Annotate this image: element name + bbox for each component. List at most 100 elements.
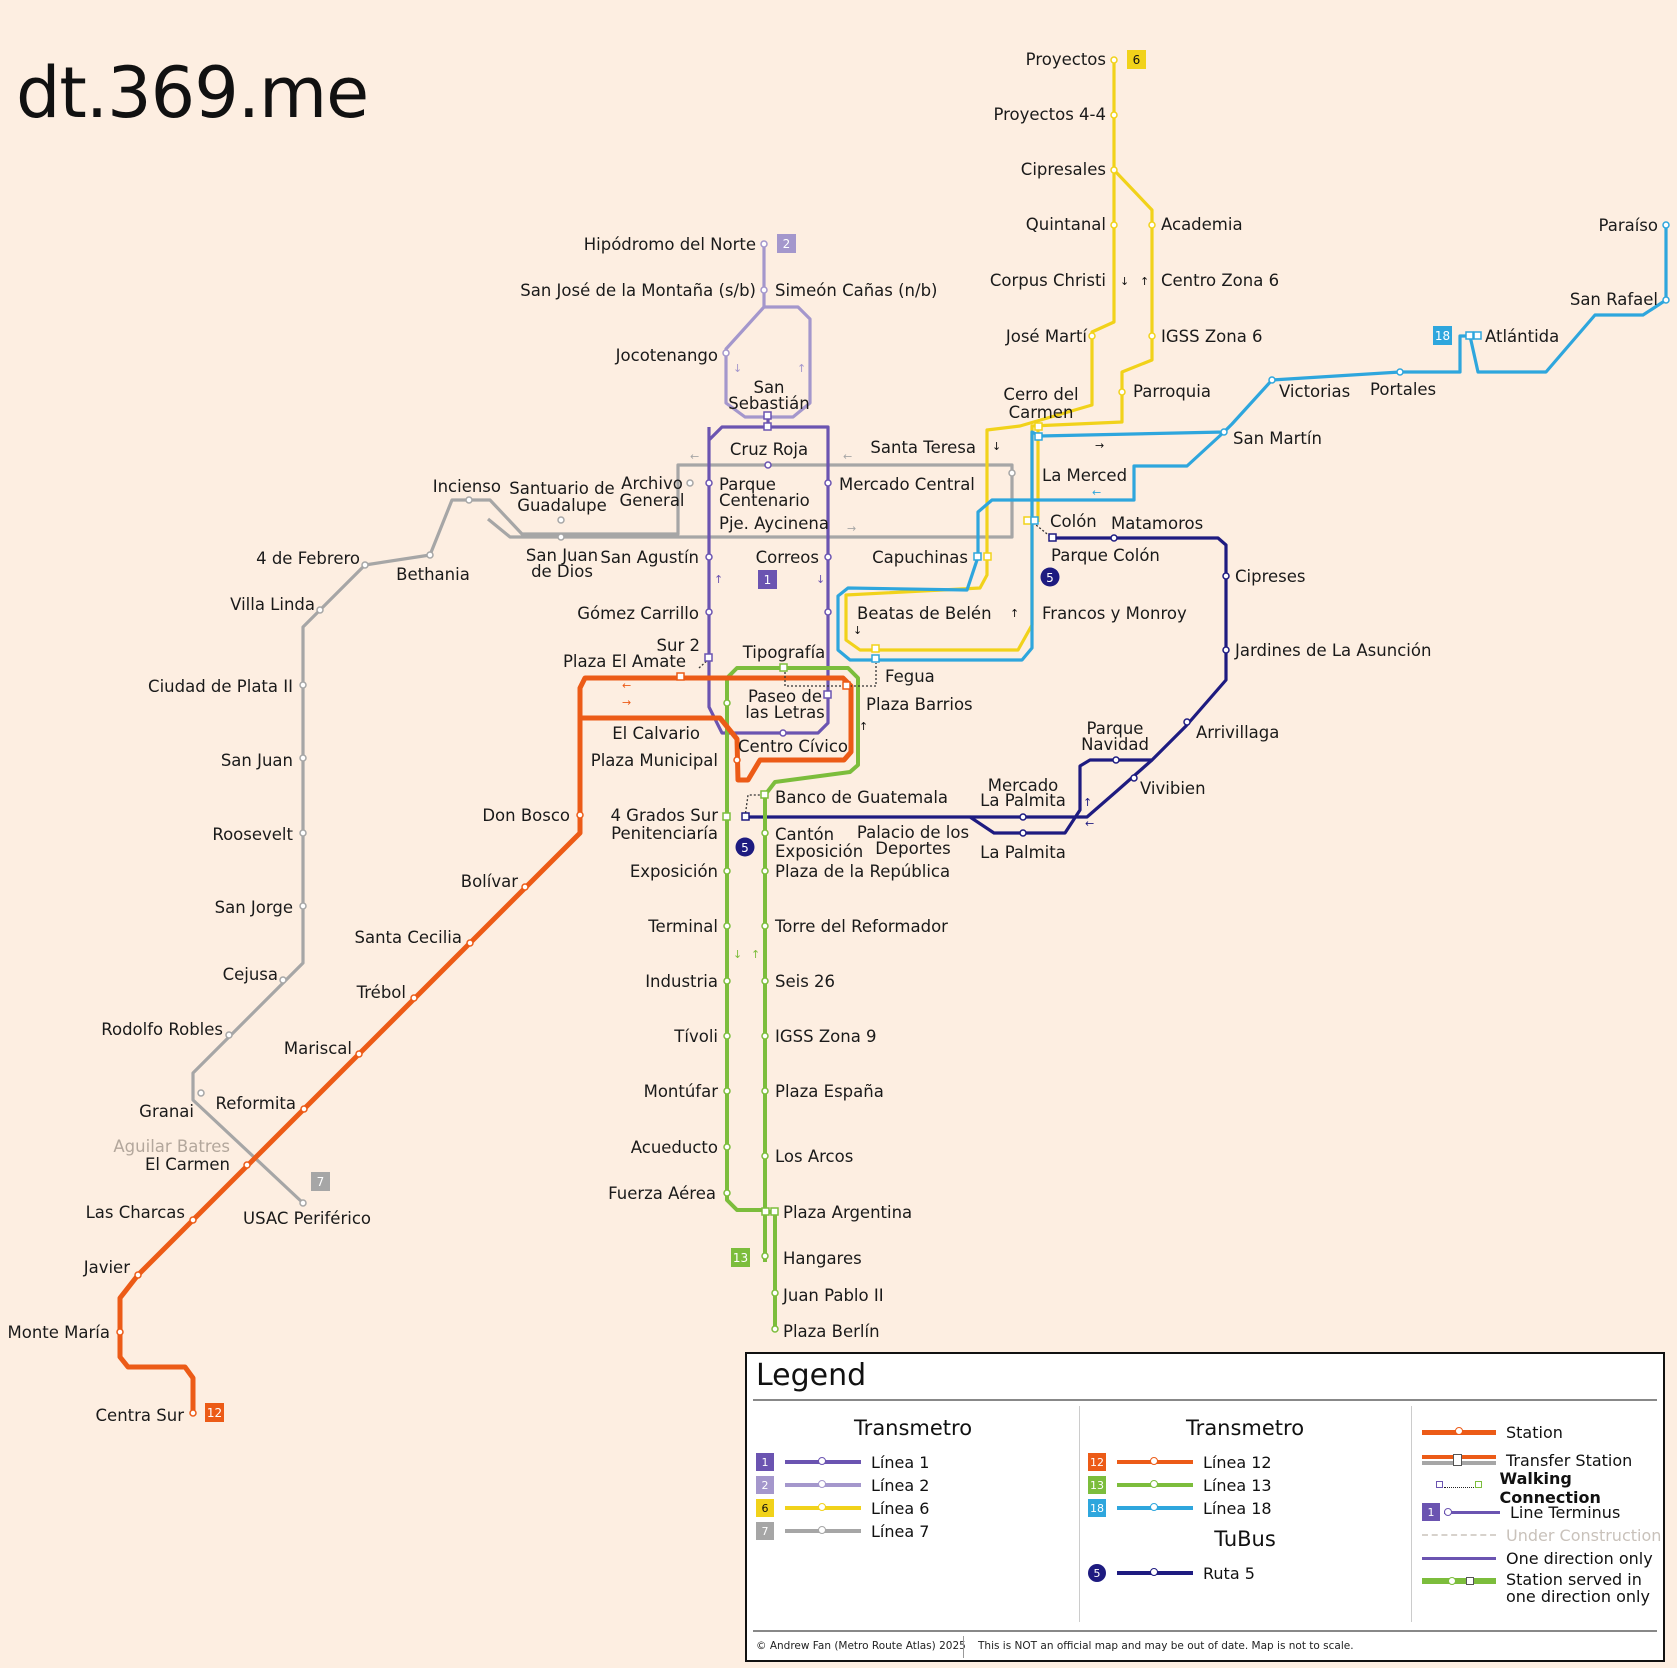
- legend-footer-divider: [753, 1630, 1657, 1632]
- line-badges: 6 2 1 18 7 13 12 5 5: [205, 50, 1452, 1422]
- label-reformita: Reformita: [215, 1094, 296, 1113]
- label-ciudad-plata: Ciudad de Plata II: [148, 677, 293, 696]
- svg-text:←: ←: [843, 450, 852, 463]
- label-plaza-argentina: Plaza Argentina: [783, 1203, 912, 1222]
- legend-group1-line-swatch: [785, 1457, 861, 1465]
- legend-group2-label: Línea 13: [1203, 1475, 1272, 1495]
- label-parque-navidad-2: Navidad: [1081, 735, 1149, 754]
- label-sur2: Sur 2: [657, 636, 700, 655]
- label-san-rafael: San Rafael: [1570, 290, 1658, 309]
- label-seis26: Seis 26: [775, 972, 835, 991]
- label-plaza-el-amate: Plaza El Amate: [563, 652, 686, 671]
- label-banco-guatemala: Banco de Guatemala: [775, 788, 948, 807]
- label-parque-navidad-1: Parque: [1087, 719, 1144, 738]
- label-cerro-carmen-2: Carmen: [1009, 403, 1074, 422]
- legend-served-one-direction: Station served in one direction only: [1422, 1570, 1650, 1605]
- label-atlantida: Atlántida: [1485, 327, 1559, 346]
- label-4-febrero: 4 de Febrero: [256, 549, 360, 568]
- label-cejusa: Cejusa: [223, 965, 278, 984]
- legend-walking: Walking Connection: [1422, 1469, 1663, 1507]
- svg-text:←: ←: [1085, 817, 1094, 830]
- svg-text:↓: ↓: [733, 362, 742, 375]
- label-incienso: Incienso: [433, 477, 501, 496]
- label-santuario-2: Guadalupe: [517, 496, 607, 515]
- label-tipografia: Tipografía: [742, 643, 826, 662]
- svg-text:←: ←: [690, 450, 699, 463]
- legend-group1-label: Línea 7: [871, 1521, 930, 1541]
- legend-copyright: © Andrew Fan (Metro Route Atlas) 2025: [756, 1640, 966, 1652]
- label-mariscal: Mariscal: [284, 1039, 352, 1058]
- svg-text:↑: ↑: [797, 362, 806, 375]
- label-hangares: Hangares: [783, 1249, 862, 1268]
- label-cruz-roja: Cruz Roja: [730, 440, 808, 459]
- badge-line-13: 13: [733, 1251, 748, 1265]
- label-penitenciaria: Penitenciaría: [611, 824, 718, 843]
- label-industria: Industria: [645, 972, 718, 991]
- line-18-route: [836, 225, 1668, 662]
- label-granai: Granai: [139, 1102, 194, 1121]
- label-santa-teresa: Santa Teresa: [870, 438, 976, 457]
- svg-text:↑: ↑: [1083, 796, 1092, 809]
- label-montufar: Montúfar: [644, 1082, 719, 1101]
- label-la-merced: La Merced: [1042, 466, 1127, 485]
- legend-one-direction: One direction only: [1422, 1547, 1653, 1569]
- legend-group1-badge: 1: [756, 1453, 774, 1471]
- badge-route-5-north: 5: [1046, 571, 1054, 585]
- legend-group2-line-swatch: [1117, 1457, 1193, 1465]
- label-igss-zona9: IGSS Zona 9: [775, 1027, 877, 1046]
- legend-group2-label: Línea 12: [1203, 1452, 1272, 1472]
- label-archivo-1: Archivo: [621, 474, 683, 493]
- label-mercado-palmita-1: Mercado: [988, 776, 1059, 795]
- badge-line-2: 2: [783, 237, 791, 251]
- label-javier: Javier: [83, 1258, 130, 1277]
- label-palacio-deportes-1: Palacio de los: [857, 823, 969, 842]
- label-cipreses: Cipreses: [1235, 567, 1306, 586]
- label-centro-civico: Centro Cívico: [738, 737, 848, 756]
- label-monte-maria: Monte María: [8, 1323, 110, 1342]
- svg-text:↑: ↑: [859, 720, 868, 733]
- label-colon: Colón: [1050, 512, 1097, 531]
- legend-station: Station: [1422, 1421, 1563, 1443]
- svg-text:→: →: [847, 522, 856, 535]
- station-markers: [116, 56, 1670, 1417]
- label-el-calvario: El Calvario: [612, 724, 700, 743]
- label-san-sebastian-1: San: [753, 378, 784, 397]
- legend-group1-label: Línea 6: [871, 1498, 930, 1518]
- station-labels: Proyectos Proyectos 4-4 Cipresales Quint…: [8, 50, 1658, 1425]
- legend-disclaimer: This is NOT an official map and may be o…: [978, 1640, 1354, 1652]
- label-jose-marti: José Martí: [1005, 327, 1089, 346]
- label-simeon-canas: Simeón Cañas (n/b): [775, 281, 938, 300]
- label-capuchinas: Capuchinas: [872, 548, 968, 567]
- direction-arrows: ↓ ↑ ← ← → ↑ ↓ ← → ↑ ↓ ↑ ↑ ← ← → ↓ ↓ ↑ ↑ …: [622, 275, 1149, 961]
- label-fegua: Fegua: [885, 667, 935, 686]
- label-la-palmita: La Palmita: [980, 843, 1066, 862]
- label-san-jorge: San Jorge: [215, 898, 293, 917]
- label-academia: Academia: [1161, 215, 1243, 234]
- line-13-route: [725, 666, 860, 1329]
- legend-column-divider: [1079, 1406, 1080, 1622]
- legend-group1-label: Línea 2: [871, 1475, 930, 1495]
- legend-group2-badge: 18: [1088, 1499, 1106, 1517]
- label-fuerza-aerea: Fuerza Aérea: [608, 1184, 716, 1203]
- label-san-juan: San Juan: [221, 751, 293, 770]
- label-arrivillaga: Arrivillaga: [1196, 723, 1279, 742]
- legend-group2-label: Línea 18: [1203, 1498, 1272, 1518]
- label-corpus-christi: Corpus Christi: [990, 271, 1106, 290]
- label-4-grados-sur: 4 Grados Sur: [610, 806, 718, 825]
- label-terminal: Terminal: [647, 917, 718, 936]
- line-6-route: [844, 60, 1154, 652]
- legend-group1-badge: 6: [756, 1499, 774, 1517]
- label-juan-pablo: Juan Pablo II: [782, 1286, 884, 1305]
- legend-group1-badge: 2: [756, 1476, 774, 1494]
- svg-text:→: →: [1095, 439, 1104, 452]
- label-canton-exposicion-1: Cantón: [775, 825, 834, 844]
- label-pje-aycinena: Pje. Aycinena: [719, 514, 829, 533]
- label-igss-zona6: IGSS Zona 6: [1161, 327, 1263, 346]
- label-hipodromo: Hipódromo del Norte: [584, 235, 756, 254]
- label-santa-cecilia: Santa Cecilia: [355, 928, 462, 947]
- label-correos: Correos: [756, 548, 819, 567]
